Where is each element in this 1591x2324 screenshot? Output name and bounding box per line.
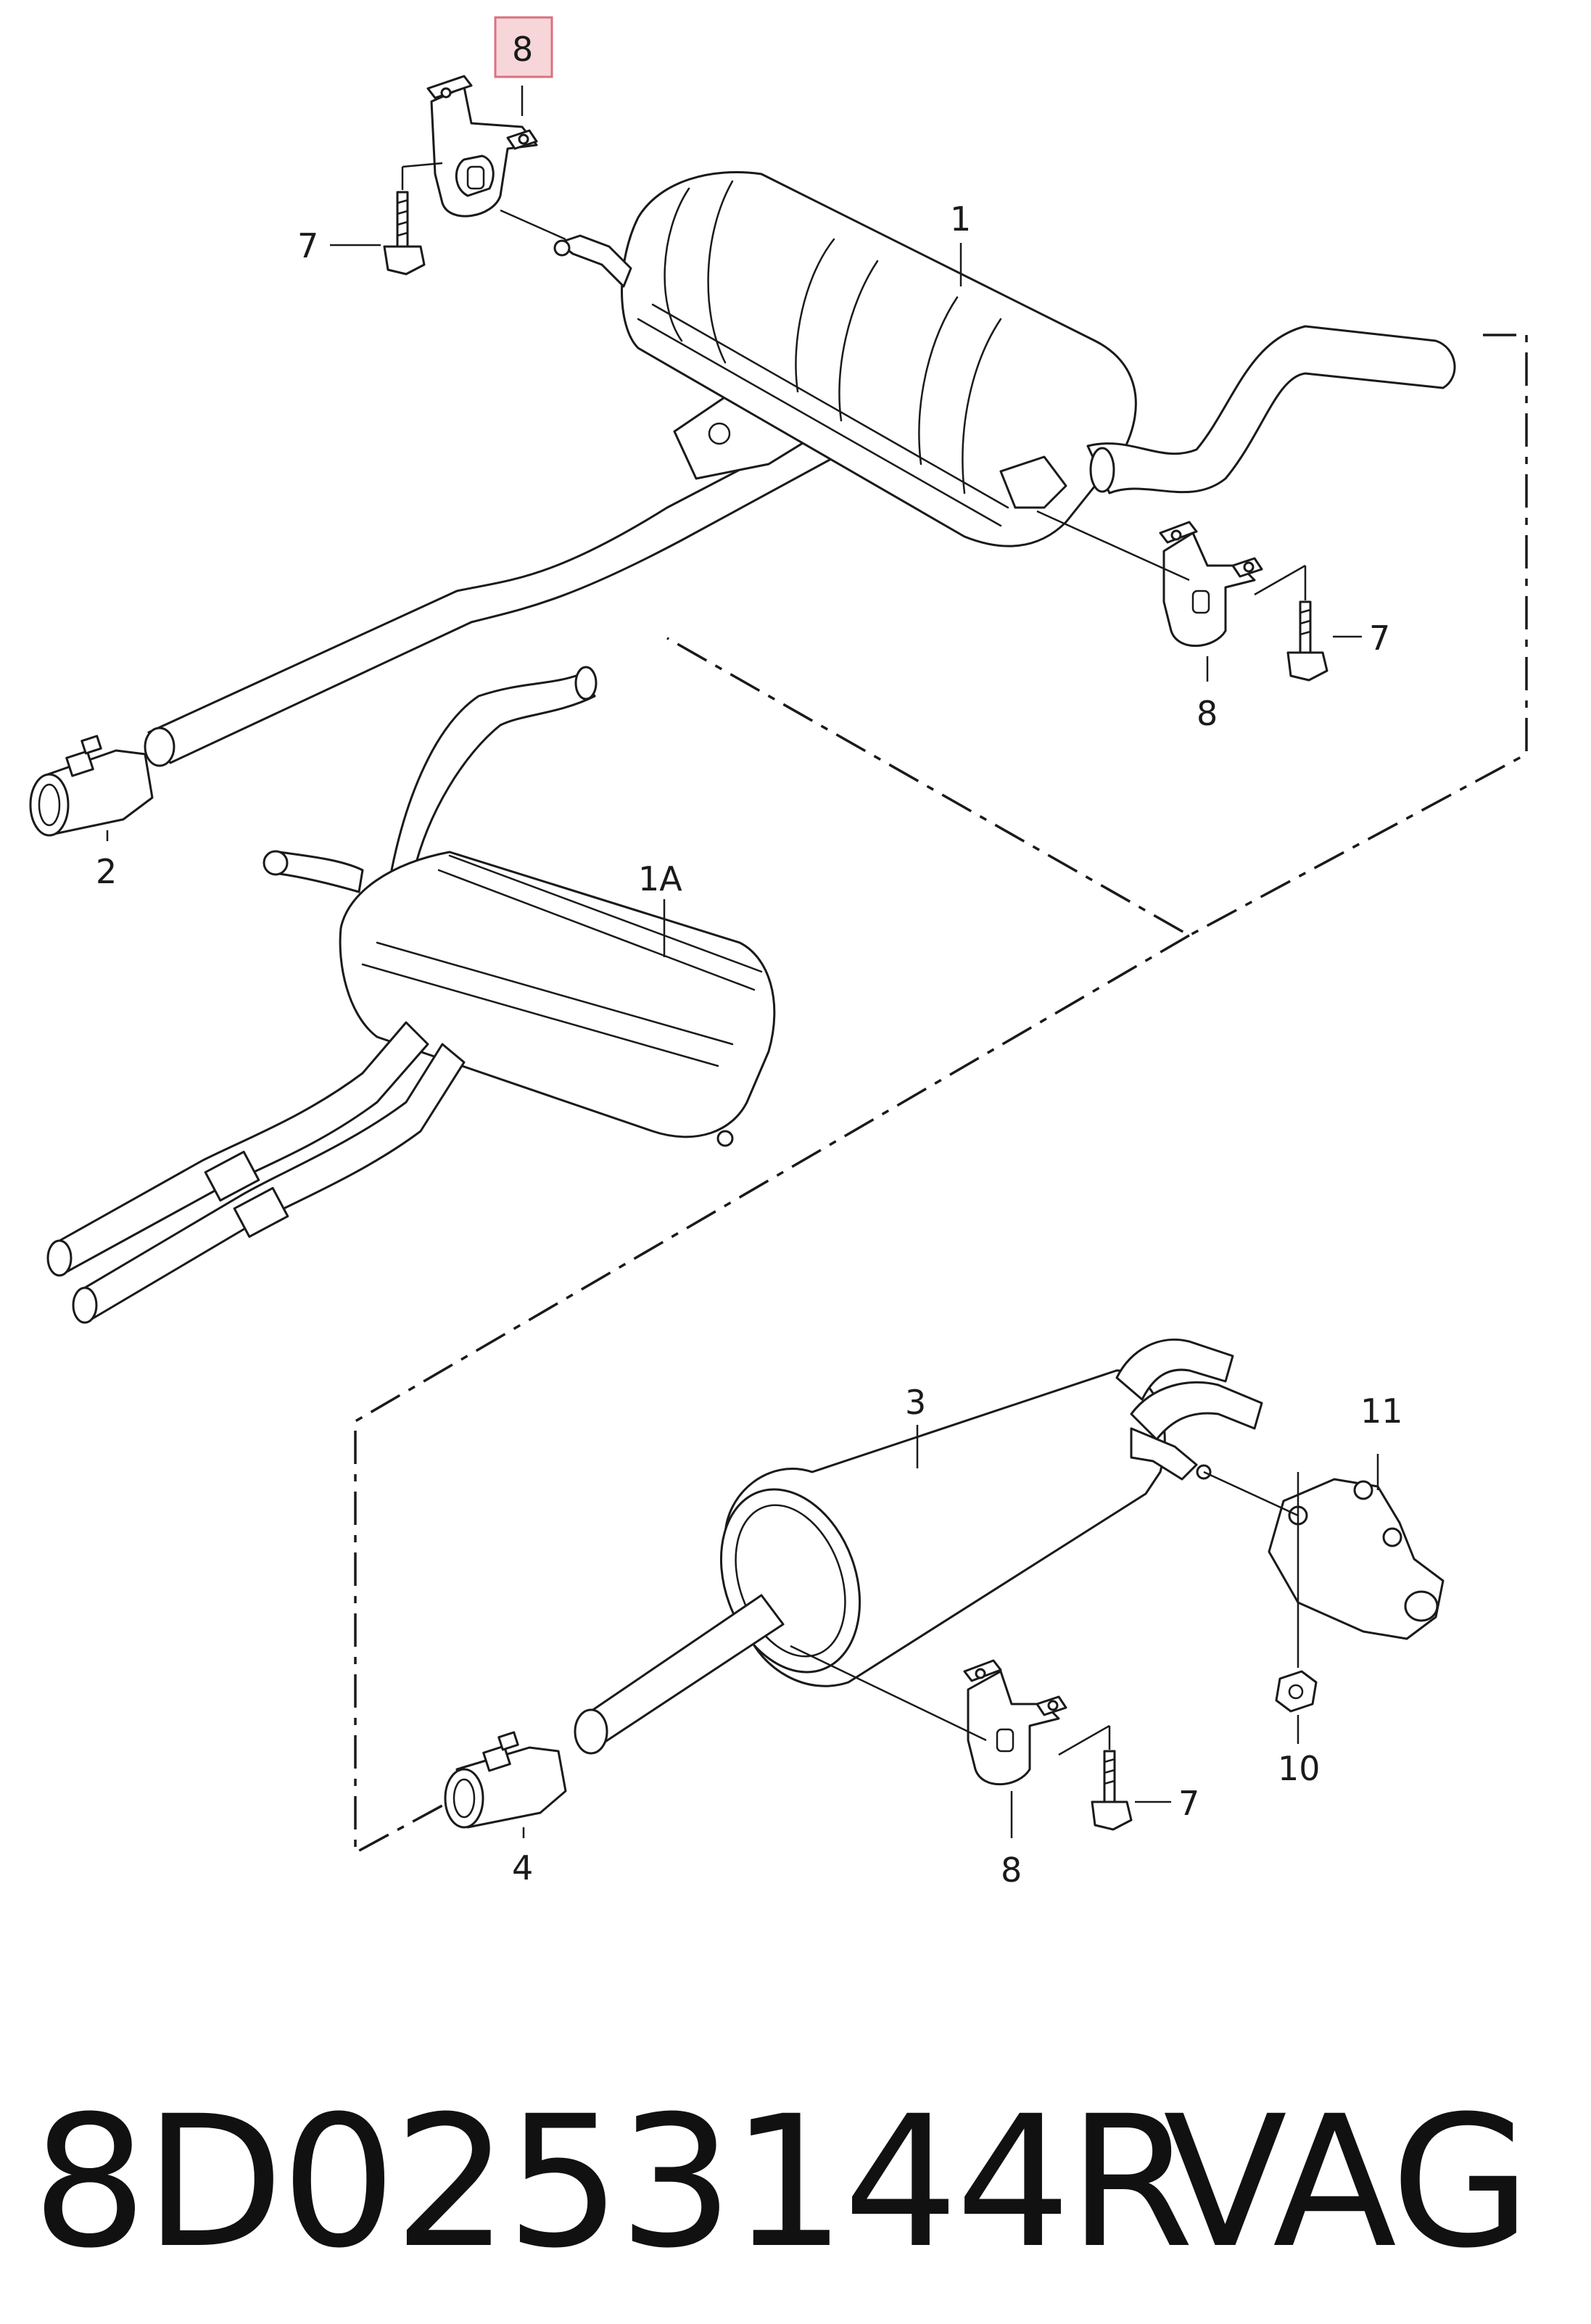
pipe-clamp-upper: [29, 735, 154, 837]
highlighted-callout-box: [494, 16, 553, 78]
label-8-top: 8: [512, 30, 533, 69]
label-8-low: 8: [1001, 1850, 1022, 1890]
label-7-low: 7: [1178, 1784, 1199, 1823]
dashed-border-lower: [354, 934, 1190, 1855]
rubber-hanger-top: [426, 75, 538, 218]
label-4: 4: [512, 1848, 533, 1887]
leader-lines: [106, 86, 1379, 1838]
label-8-mid: 8: [1197, 694, 1218, 733]
label-11: 11: [1360, 1391, 1403, 1431]
dashed-border-upper: [666, 334, 1528, 937]
label-10: 10: [1278, 1749, 1321, 1788]
hex-bolt-low: [1091, 1750, 1133, 1831]
label-3: 3: [905, 1383, 926, 1422]
rubber-hanger-low: [963, 1659, 1067, 1786]
center-muffler-assembly: [574, 1338, 1263, 1755]
connection-lines: [401, 162, 1307, 1756]
hex-nut: [1275, 1670, 1318, 1713]
hex-bolt-top: [383, 191, 426, 276]
label-2: 2: [96, 852, 117, 891]
mounting-bracket: [1268, 1478, 1445, 1640]
part-number: 8D0253144R: [32, 2077, 1194, 2288]
front-muffler-assembly: [144, 171, 1456, 767]
hex-bolt-mid: [1286, 600, 1328, 682]
brand-name: VAG: [1163, 2077, 1531, 2288]
label-7-top: 7: [297, 226, 318, 265]
label-1a: 1A: [638, 859, 682, 898]
rear-muffler-assembly: [46, 666, 776, 1324]
label-7-mid: 7: [1369, 619, 1390, 658]
label-1: 1: [950, 199, 971, 239]
rubber-hanger-mid: [1159, 521, 1263, 648]
pipe-clamp-lower: [444, 1731, 567, 1829]
part-number-caption: 8D0253144R VAG: [32, 2074, 1569, 2291]
